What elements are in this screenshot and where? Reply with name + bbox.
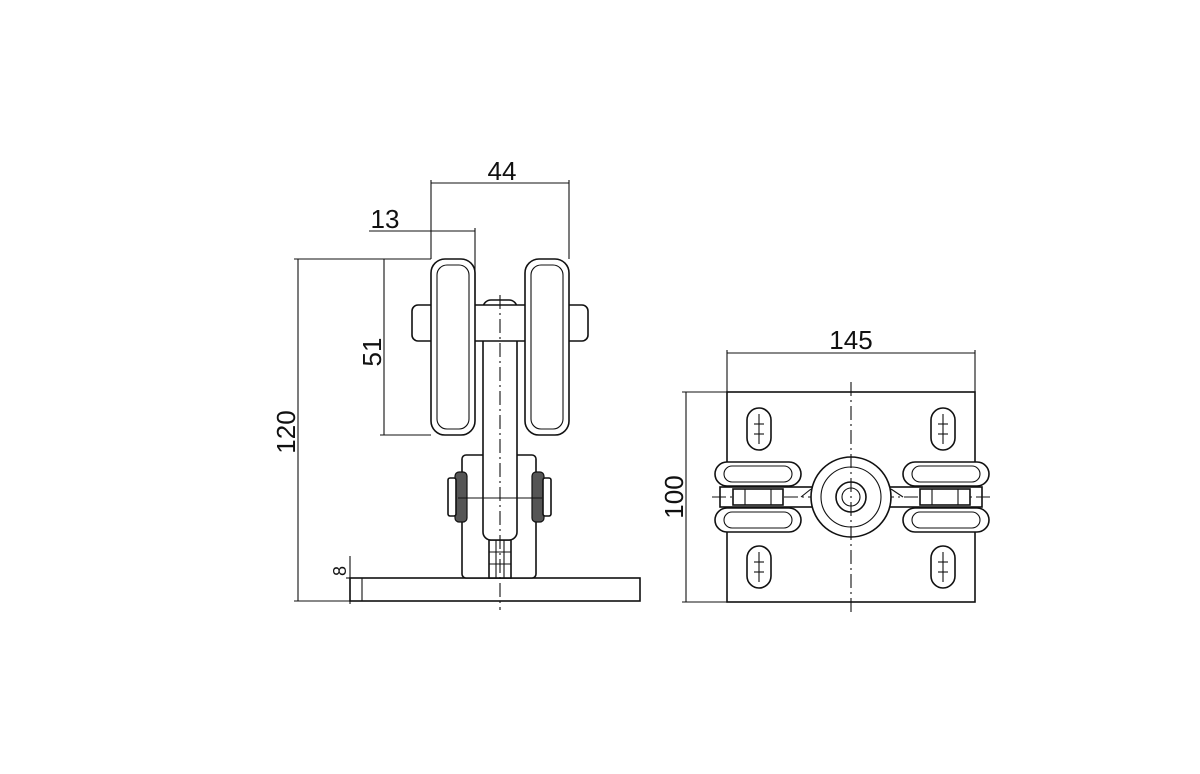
slot-hole-bottom-left	[746, 545, 772, 589]
dim-51-label: 51	[357, 338, 387, 367]
right-wheel-inner	[530, 264, 564, 430]
right-wheel-pair	[902, 461, 990, 533]
slot-hole-top-right	[930, 407, 956, 451]
base-plate	[349, 577, 641, 602]
left-wheel-pair	[714, 461, 802, 533]
side-view: 44 13 51 120 8	[271, 156, 641, 610]
top-view: 145 100	[659, 325, 990, 615]
left-wheel	[430, 258, 476, 436]
slot-hole-bottom-right	[930, 545, 956, 589]
dim-44-label: 44	[488, 156, 517, 186]
left-cap-outer	[447, 477, 457, 517]
dim-120-label: 120	[271, 410, 301, 453]
dim-145-label: 145	[829, 325, 872, 355]
dim-13-label: 13	[371, 204, 400, 234]
hub-link-left	[800, 488, 812, 498]
hub-link-right	[890, 488, 904, 498]
right-cap-outer	[542, 477, 552, 517]
right-wheel	[524, 258, 570, 436]
dim-8-label: 8	[330, 566, 350, 576]
dim-100-label: 100	[659, 475, 689, 518]
left-wheel-inner	[436, 264, 470, 430]
slot-hole-top-left	[746, 407, 772, 451]
